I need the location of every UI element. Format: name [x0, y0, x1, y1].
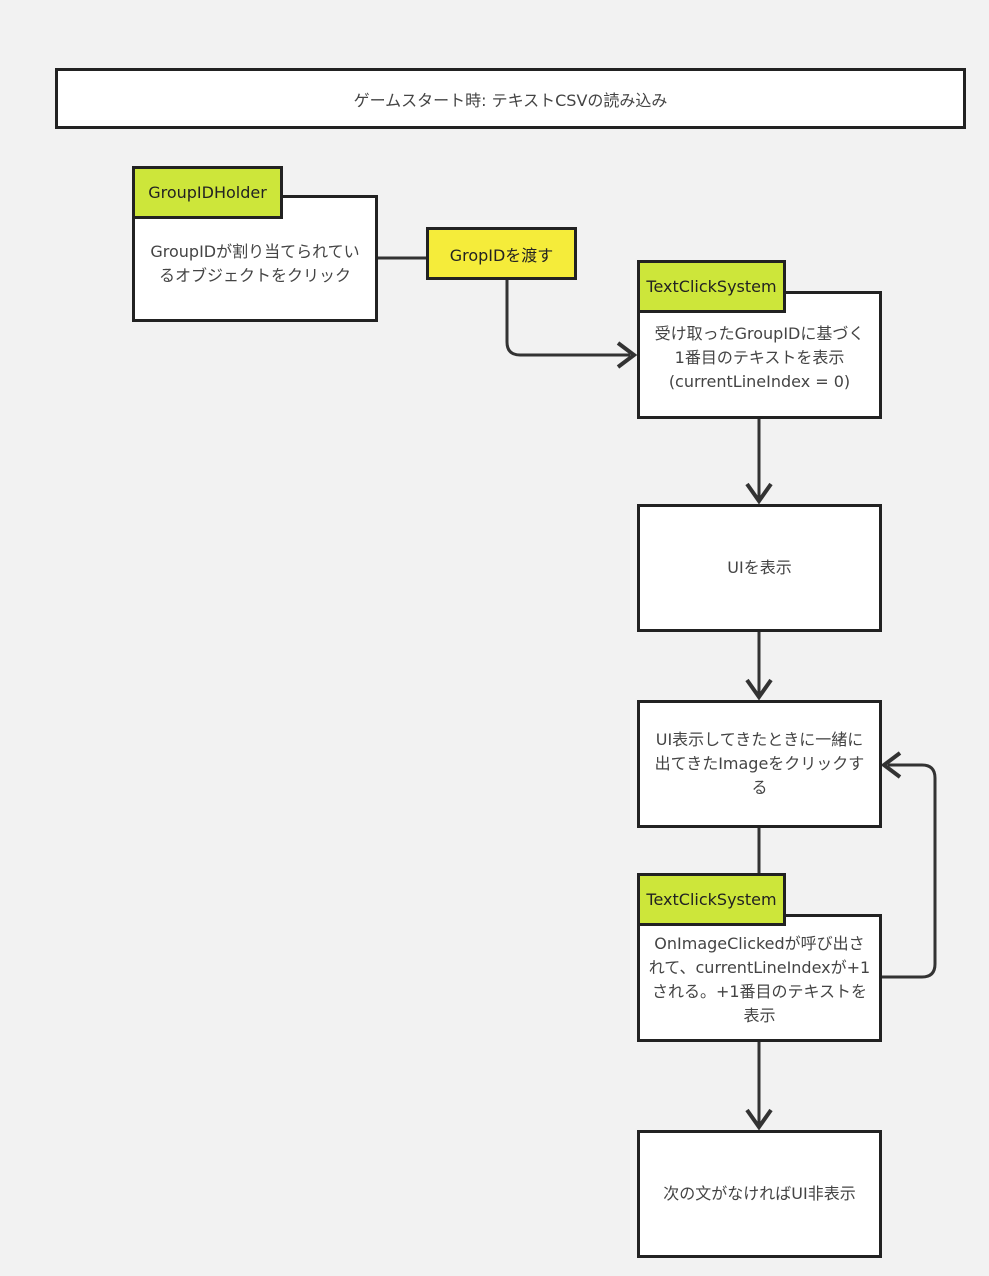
tag-group-id-holder-label: GroupIDHolder — [148, 183, 267, 202]
tag-pass-group-id-label: GropIDを渡す — [449, 245, 554, 265]
arrowhead-hide-ui — [745, 1108, 773, 1131]
edge-pass-id-to-show-first — [505, 280, 630, 357]
tag-text-click-system-1: TextClickSystem — [637, 260, 786, 313]
node-click-image: UI表示してきたときに一緒に 出てきたImageをクリックす る — [637, 700, 882, 828]
node-click-image-text: UI表示してきたときに一緒に 出てきたImageをクリックす る — [654, 730, 865, 797]
arrowhead-loop — [880, 751, 902, 779]
tag-pass-group-id: GropIDを渡す — [426, 227, 577, 280]
tag-text-click-system-2: TextClickSystem — [637, 873, 786, 926]
tag-text-click-system-1-label: TextClickSystem — [646, 277, 777, 296]
node-hide-ui-text: 次の文がなければUI非表示 — [663, 1184, 856, 1203]
header-title: ゲームスタート時: テキストCSVの読み込み — [353, 90, 668, 110]
node-on-image-clicked: OnImageClickedが呼び出さ れて、currentLineIndexが… — [637, 914, 882, 1042]
node-on-image-clicked-text: OnImageClickedが呼び出さ れて、currentLineIndexが… — [648, 934, 871, 1025]
node-show-ui-text: UIを表示 — [727, 558, 792, 577]
edge-loop-back — [881, 763, 937, 979]
node-show-first-text-text: 受け取ったGroupIDに基づく 1番目のテキストを表示 (currentLin… — [654, 324, 865, 391]
arrowhead-show-first — [616, 341, 638, 369]
header-title-box: ゲームスタート時: テキストCSVの読み込み — [55, 68, 966, 129]
node-click-object-text: GroupIDが割り当てられてい るオブジェクトをクリック — [150, 241, 360, 285]
node-hide-ui: 次の文がなければUI非表示 — [637, 1130, 882, 1258]
tag-group-id-holder: GroupIDHolder — [132, 166, 283, 219]
node-show-ui: UIを表示 — [637, 504, 882, 632]
arrowhead-click-image — [745, 678, 773, 701]
tag-text-click-system-2-label: TextClickSystem — [646, 890, 777, 909]
arrowhead-show-ui — [745, 482, 773, 505]
